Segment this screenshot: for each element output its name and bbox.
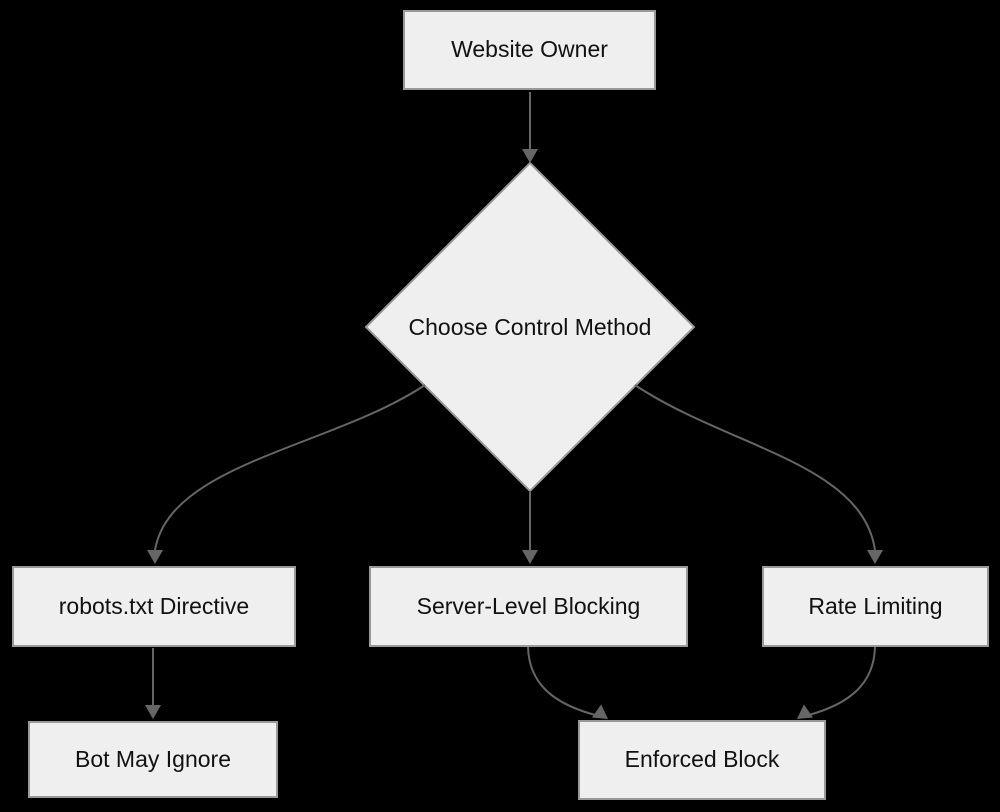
edge-server-level-blocking-to-enforced-block (527, 646, 608, 719)
edge-line (154, 384, 426, 551)
edge-robots-txt-to-bot-may-ignore (145, 648, 161, 719)
arrowhead (522, 550, 538, 564)
node-website-owner: Website Owner (403, 10, 656, 90)
node-robots-txt-directive: robots.txt Directive (12, 566, 296, 647)
node-server-level-blocking: Server-Level Blocking (369, 566, 688, 647)
edge-line (634, 384, 876, 551)
node-bot-may-ignore: Bot May Ignore (28, 721, 278, 798)
edge-choose-control-method-to-rate-limiting (634, 384, 883, 564)
arrowhead (145, 705, 161, 719)
arrowhead (591, 704, 608, 719)
node-enforced-block: Enforced Block (578, 720, 826, 800)
arrowhead (522, 149, 538, 163)
arrowhead (797, 704, 814, 719)
edge-rate-limiting-to-enforced-block (797, 646, 876, 719)
node-rate-limiting: Rate Limiting (762, 566, 989, 647)
arrowhead (147, 550, 163, 564)
edge-choose-control-method-to-robots-txt (147, 384, 426, 564)
edge-website-owner-to-choose-control-method (522, 92, 538, 163)
node-choose-control-method-diamond (364, 161, 696, 493)
edge-line (527, 646, 600, 717)
arrowhead (867, 550, 883, 564)
edge-choose-control-method-to-server-level-blocking (522, 491, 538, 564)
edge-line (804, 646, 876, 717)
